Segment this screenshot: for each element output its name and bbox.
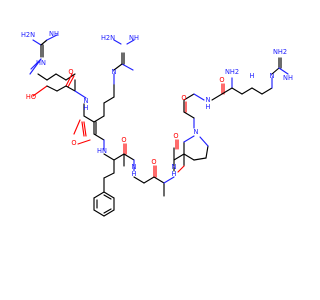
atom-label-oxygen: O	[71, 139, 76, 147]
atom-label-amine: H2N	[101, 34, 115, 42]
atom-label-hydrogen: H	[206, 103, 211, 111]
atom-label-nitrogen: N	[172, 163, 177, 171]
atom-label-imine: NH	[283, 74, 293, 82]
atom-label-amide: HN	[97, 147, 107, 155]
peptide-skeletal-formula: H2N NH HN HO O N H H2N NH N O HN O N H O…	[21, 30, 293, 217]
atom-label-oxygen: O	[151, 158, 156, 166]
atom-labels: H2N NH HN HO O N H H2N NH N O HN O N H O…	[21, 30, 293, 178]
atom-label-amine: NH2	[225, 68, 239, 76]
bond-lines	[29, 34, 289, 217]
atom-label-oxygen: O	[181, 94, 186, 102]
atom-label-oxygen: O	[219, 76, 224, 84]
atom-label-oxygen: O	[173, 132, 178, 140]
atom-label-nitrogen: N	[84, 97, 89, 105]
atom-label-oxygen: O	[68, 68, 73, 76]
atom-label-imine: NH	[49, 30, 59, 38]
atom-label-hydrogen: H	[172, 170, 177, 178]
atom-label-nitrogen: N	[270, 72, 275, 80]
molecule-structure-canvas: H2N NH HN HO O N H H2N NH N O HN O N H O…	[21, 30, 293, 217]
atom-label-nitrogen: N	[112, 68, 117, 76]
atom-label-imine: NH	[129, 34, 139, 42]
atom-label-hydrogen: H	[84, 104, 89, 112]
atom-label-hydroxyl: HO	[26, 93, 36, 101]
atom-label-hydrogen: H	[132, 170, 137, 178]
atom-label-nitrogen: N	[132, 163, 137, 171]
atom-label-amine: NH2	[273, 48, 287, 56]
atom-label-imine: HN	[36, 59, 46, 67]
atom-label-oxygen: O	[121, 136, 126, 144]
atom-label-hydrogen: H	[250, 72, 255, 80]
atom-label-nitrogen: N	[206, 96, 211, 104]
atom-label-amine: H2N	[21, 31, 35, 39]
atom-label-proline-nitrogen: N	[194, 128, 199, 136]
